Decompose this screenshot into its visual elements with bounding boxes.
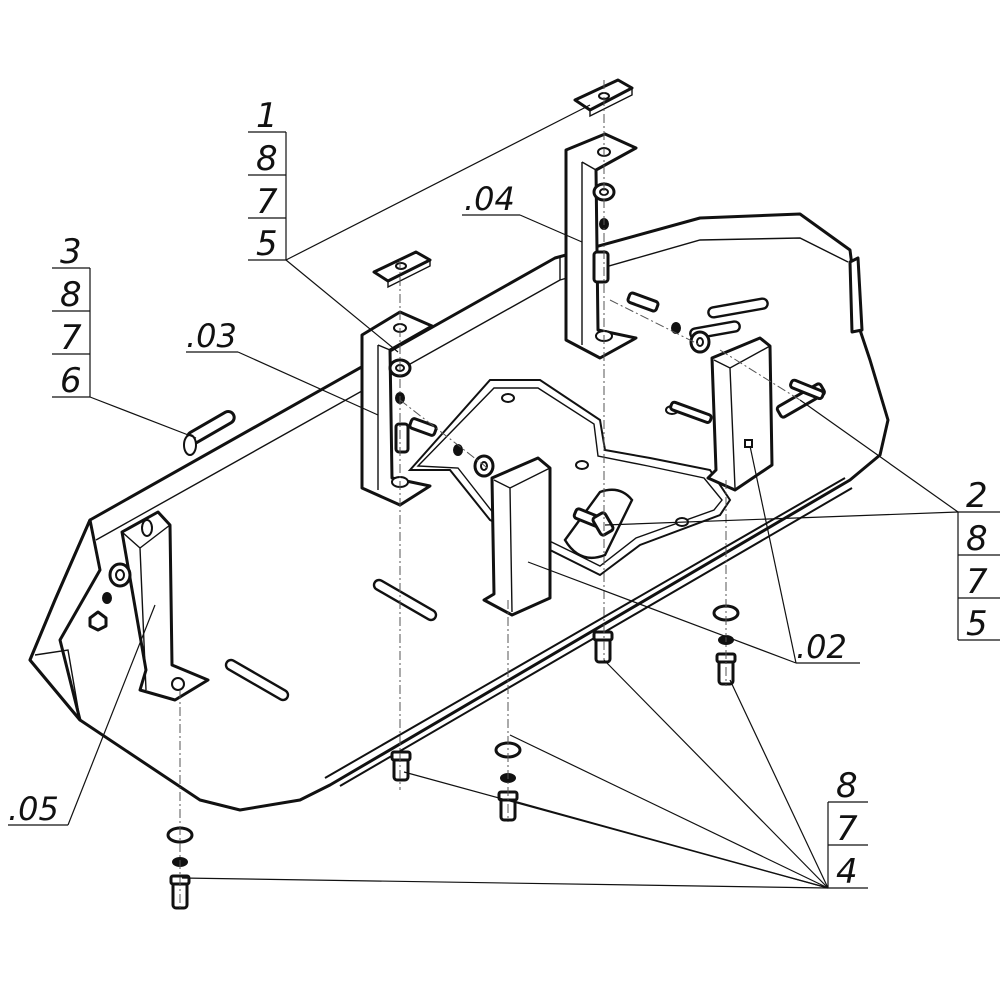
- callout-b-3: 7: [60, 318, 82, 358]
- bracket-04-edge: [581, 161, 597, 345]
- leader-lines: [8, 104, 1000, 889]
- callout-a-3: 7: [256, 182, 278, 222]
- pad-middle-side: [387, 260, 431, 289]
- bracket-05-top-hole: [141, 519, 153, 537]
- callout-b-1: 3: [60, 232, 82, 272]
- pad-middle-hole: [395, 262, 407, 270]
- bracket-02-front: [482, 456, 552, 617]
- callout-a-2: 8: [256, 139, 278, 179]
- washer-4-hole: [696, 337, 704, 347]
- bracket-03-edge: [377, 344, 391, 490]
- plate-slot-2: [224, 658, 290, 702]
- plate-slot-3: [707, 297, 769, 319]
- callout-stack-c: 2 8 7 5: [966, 476, 988, 644]
- center-axes: [179, 80, 801, 910]
- bracket-03-body: [360, 310, 434, 507]
- callout-stack-a: 1 8 7 5: [256, 96, 278, 264]
- bracket-02-rear-edge: [713, 345, 771, 489]
- base-plate: [28, 212, 890, 812]
- bolt-bottom-1: [390, 750, 412, 782]
- bracket-02-front-edge: [493, 467, 551, 613]
- plate-hole-1: [501, 393, 515, 403]
- bracket-05-bottom-hole: [171, 677, 185, 691]
- callout-part-02: .02: [796, 628, 847, 666]
- plate-hole-2: [575, 460, 589, 470]
- bolt-horizontal-4: [669, 400, 713, 424]
- bolt-bottom-3: [592, 630, 614, 664]
- bracket-02-rear: [706, 336, 774, 492]
- callout-d-3: 4: [836, 852, 858, 892]
- bolt-horizontal-2: [592, 250, 660, 313]
- nut-4: [671, 322, 681, 334]
- bracket-02-front-body: [482, 456, 552, 617]
- callout-a-4: 5: [256, 224, 278, 264]
- callout-stack-d: 8 7 4: [836, 766, 858, 892]
- callout-b-2: 8: [60, 275, 82, 315]
- nut-5: [102, 592, 112, 604]
- plate-left-end-line: [34, 649, 81, 721]
- plate-slot-1: [372, 578, 438, 622]
- bracket-05-body: [120, 510, 210, 702]
- pad-top-right-side: [589, 88, 633, 118]
- bolt-horizontal-6: [183, 410, 236, 456]
- plate-flange-edge: [95, 237, 849, 541]
- bracket-02-rear-nut: [744, 439, 753, 448]
- callout-part-03: .03: [186, 317, 237, 355]
- plate-right-ear: [848, 256, 864, 334]
- callout-d-2: 7: [836, 809, 858, 849]
- nut-3: [453, 444, 463, 456]
- bracket-05: [120, 510, 210, 702]
- nut-6: [88, 610, 108, 632]
- callout-part-04: .04: [464, 180, 515, 218]
- callout-d-1: 8: [836, 766, 858, 806]
- bracket-04-body: [564, 132, 638, 360]
- bracket-05-edge: [121, 524, 171, 691]
- callout-c-3: 7: [966, 562, 988, 602]
- callout-a-1: 1: [256, 96, 278, 136]
- bracket-02-rear-body: [706, 336, 774, 492]
- pad-middle: [372, 250, 432, 289]
- bolt-horizontal-1: [394, 417, 438, 454]
- callout-b-4: 6: [60, 361, 82, 401]
- callout-stack-b: 3 8 7 6: [60, 232, 82, 401]
- callout-c-2: 8: [966, 519, 988, 559]
- washer-5-hole: [115, 569, 125, 581]
- callout-c-1: 2: [966, 476, 988, 516]
- callout-part-05: .05: [8, 790, 59, 828]
- callout-c-4: 5: [966, 604, 988, 644]
